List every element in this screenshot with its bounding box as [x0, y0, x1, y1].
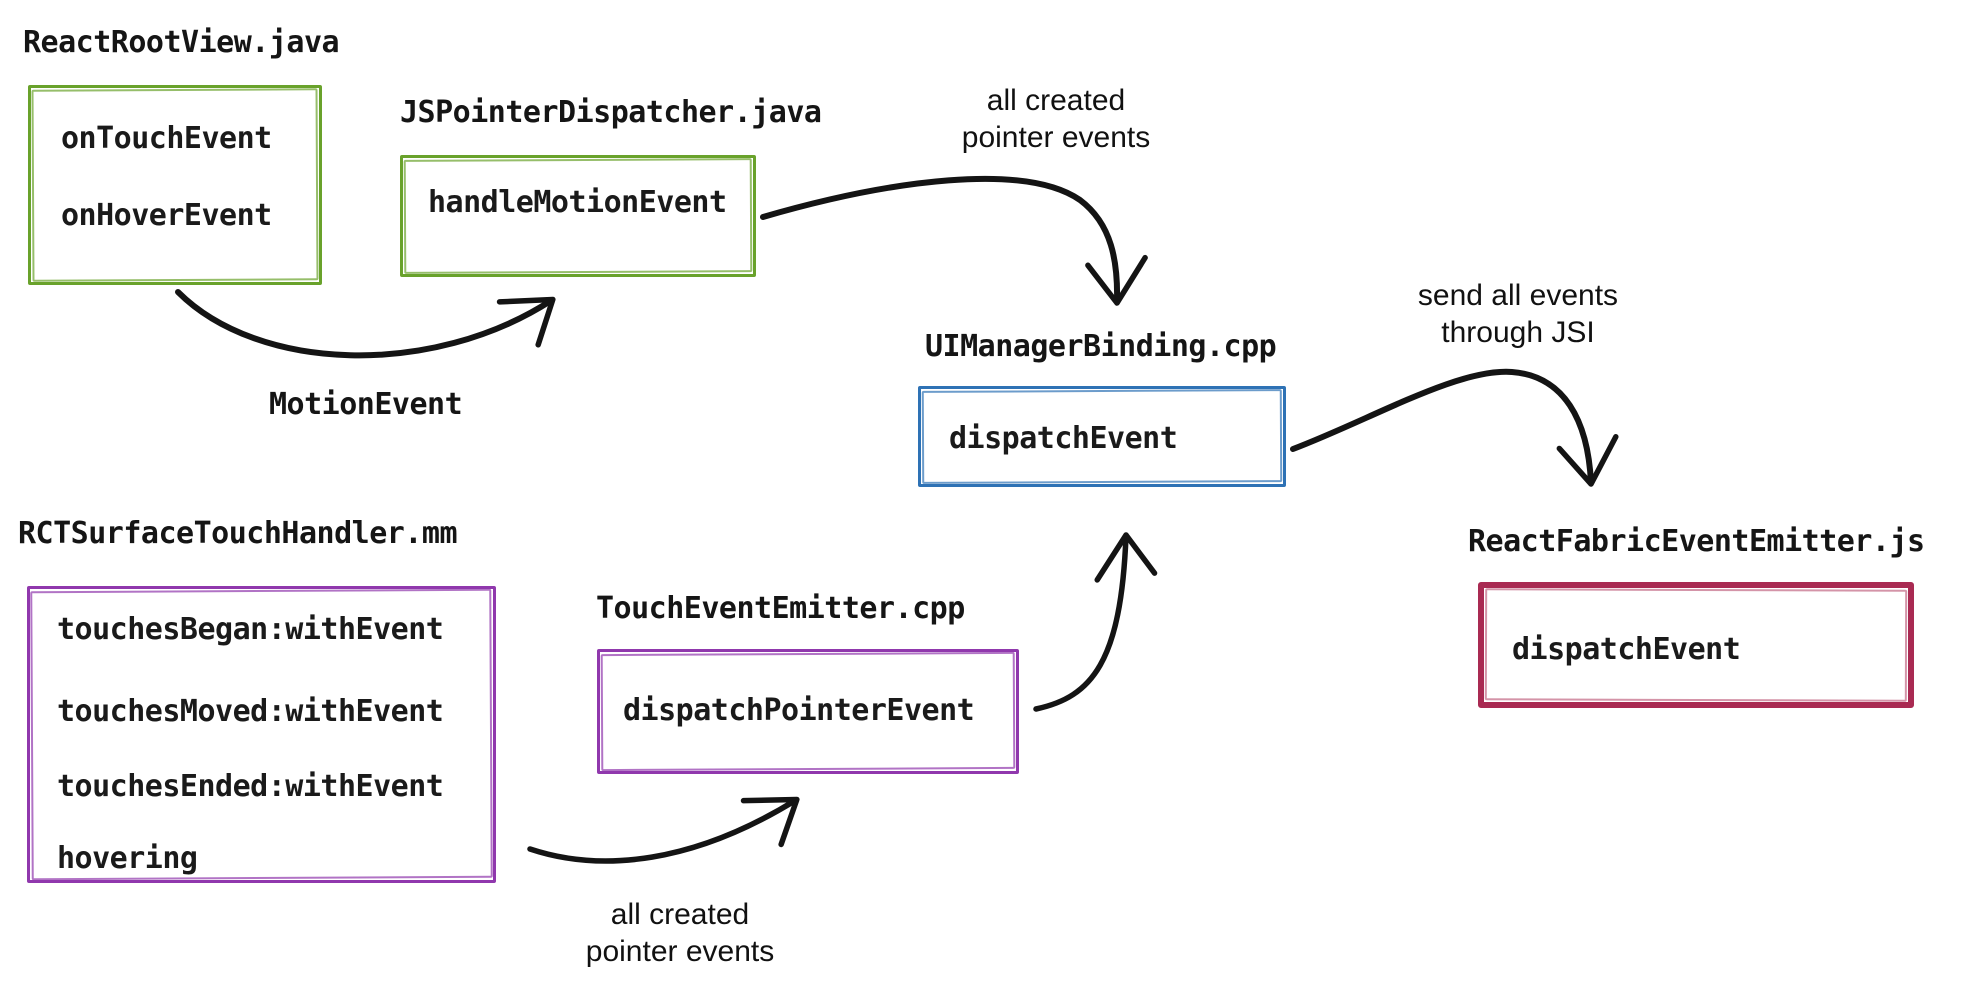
box-rctsurfacetouchhandler: touchesBegan:withEvent touchesMoved:with… [27, 586, 496, 883]
method-touchesmoved: touchesMoved:withEvent [57, 694, 444, 729]
arrow-dispatchpointerevent-to-dispatchevent [1033, 532, 1158, 712]
file-label-jspointerdispatcher: JSPointerDispatcher.java [400, 95, 822, 130]
edge-label-line: through JSI [1441, 316, 1595, 349]
box-jspointerdispatcher: handleMotionEvent [400, 155, 756, 277]
arrow-all-created-pointer-events-bottom [527, 796, 800, 864]
edge-label-line: send all events [1417, 279, 1619, 312]
file-label-toucheventemitter: TouchEventEmitter.cpp [596, 591, 965, 626]
edge-label-line: all created [986, 84, 1126, 117]
method-handlemotionevent: handleMotionEvent [428, 185, 727, 220]
method-ontouchevent: onTouchEvent [61, 121, 272, 156]
method-hovering: hovering [57, 841, 198, 876]
edge-label-all-created-pointer-events-top: all created pointer events [906, 82, 1206, 156]
edge-label-line: all created [610, 898, 750, 931]
method-dispatchevent-binding: dispatchEvent [949, 421, 1178, 456]
file-label-reactrootview: ReactRootView.java [23, 25, 340, 60]
edge-label-send-all-events-through-jsi: send all events through JSI [1368, 277, 1668, 351]
method-dispatchpointerevent: dispatchPointerEvent [623, 693, 975, 728]
file-label-rctsurfacetouchhandler: RCTSurfaceTouchHandler.mm [18, 516, 458, 551]
box-toucheventemitter: dispatchPointerEvent [597, 649, 1019, 774]
file-label-uimanagerbinding: UIManagerBinding.cpp [925, 329, 1277, 364]
arrow-send-all-events-through-jsi [1290, 368, 1619, 487]
box-reactrootview: onTouchEvent onHoverEvent [28, 85, 322, 285]
arrow-motionevent [175, 289, 556, 359]
box-uimanagerbinding: dispatchEvent [918, 386, 1286, 487]
arrow-all-created-pointer-events-top [760, 175, 1148, 306]
edge-label-line: pointer events [585, 935, 775, 968]
box-reactfabriceventemitter: dispatchEvent [1478, 582, 1914, 708]
edge-label-motionevent: MotionEvent [269, 387, 463, 422]
file-label-reactfabriceventemitter: ReactFabricEventEmitter.js [1468, 524, 1925, 559]
edge-label-all-created-pointer-events-bottom: all created pointer events [530, 896, 830, 970]
method-touchesended: touchesEnded:withEvent [57, 769, 444, 804]
method-dispatchevent-emitter: dispatchEvent [1512, 632, 1741, 667]
method-touchesbegan: touchesBegan:withEvent [57, 612, 444, 647]
method-onhoverevent: onHoverEvent [61, 198, 272, 233]
edge-label-line: pointer events [961, 121, 1151, 154]
